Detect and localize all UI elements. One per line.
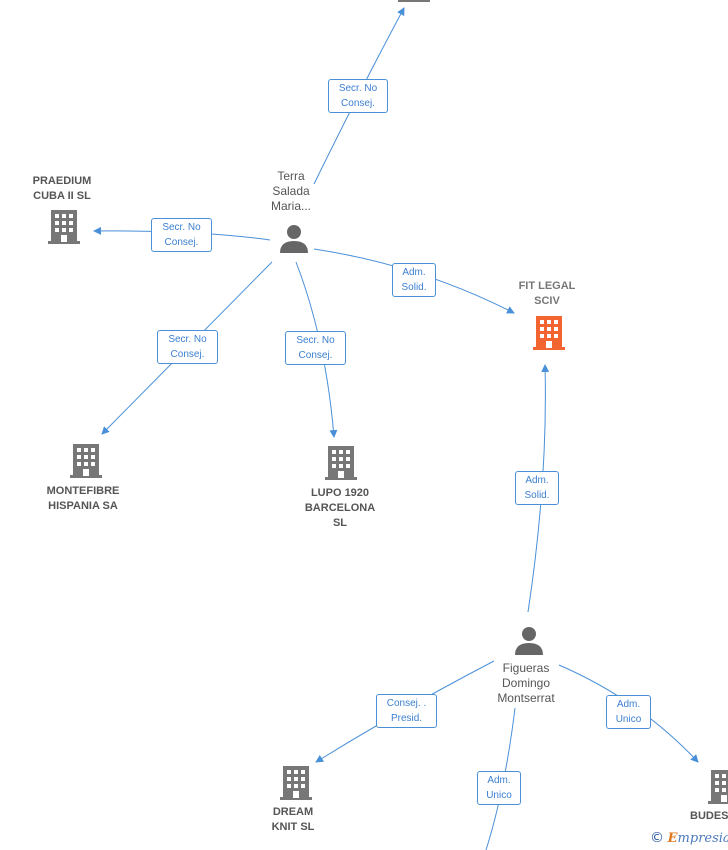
building-icon[interactable]: [325, 446, 357, 480]
company-name-praedium[interactable]: PRAEDIUM CUBA II SL: [32, 175, 92, 202]
building-icon-focus[interactable]: [533, 316, 565, 350]
relationship-badge[interactable]: Adm. Unico: [477, 771, 521, 805]
company-name-budes[interactable]: BUDES: [690, 810, 728, 822]
person-name-terra[interactable]: Terra Salada Maria...: [270, 169, 311, 213]
relationship-badge[interactable]: Consej. . Presid.: [376, 694, 437, 728]
relationship-badge[interactable]: Secr. No Consej.: [285, 331, 346, 365]
company-name-montefibre[interactable]: MONTEFIBRE HISPANIA SA: [46, 485, 120, 512]
brand-logo: Empresia: [668, 831, 728, 846]
building-icon[interactable]: [708, 770, 728, 804]
copyright-symbol: ©: [650, 830, 664, 846]
building-icon[interactable]: [280, 766, 312, 800]
relationship-badge[interactable]: Secr. No Consej.: [157, 330, 218, 364]
company-name-dream[interactable]: DREAM KNIT SL: [271, 806, 315, 833]
person-icon[interactable]: [279, 224, 309, 254]
person-icon[interactable]: [514, 626, 544, 656]
building-icon[interactable]: [48, 210, 80, 244]
relationship-badge[interactable]: Adm. Solid.: [392, 263, 436, 297]
empresia-watermark: © Empresia: [650, 830, 728, 846]
relationship-badge[interactable]: Secr. No Consej.: [328, 79, 388, 113]
relationship-badge[interactable]: Secr. No Consej.: [151, 218, 212, 252]
building-icon[interactable]: [70, 444, 102, 478]
relationship-badge[interactable]: Adm. Solid.: [515, 471, 559, 505]
company-name-lupo[interactable]: LUPO 1920 BARCELONA SL: [304, 487, 376, 529]
partial-building-icon-top: [398, 0, 430, 2]
person-name-figueras[interactable]: Figueras Domingo Montserrat: [497, 661, 555, 705]
brand-initial: E: [667, 831, 678, 846]
relationship-badge[interactable]: Adm. Unico: [606, 695, 651, 729]
brand-name: mpresia: [677, 831, 728, 846]
company-name-fit-legal[interactable]: FIT LEGAL SCIV: [518, 280, 576, 307]
